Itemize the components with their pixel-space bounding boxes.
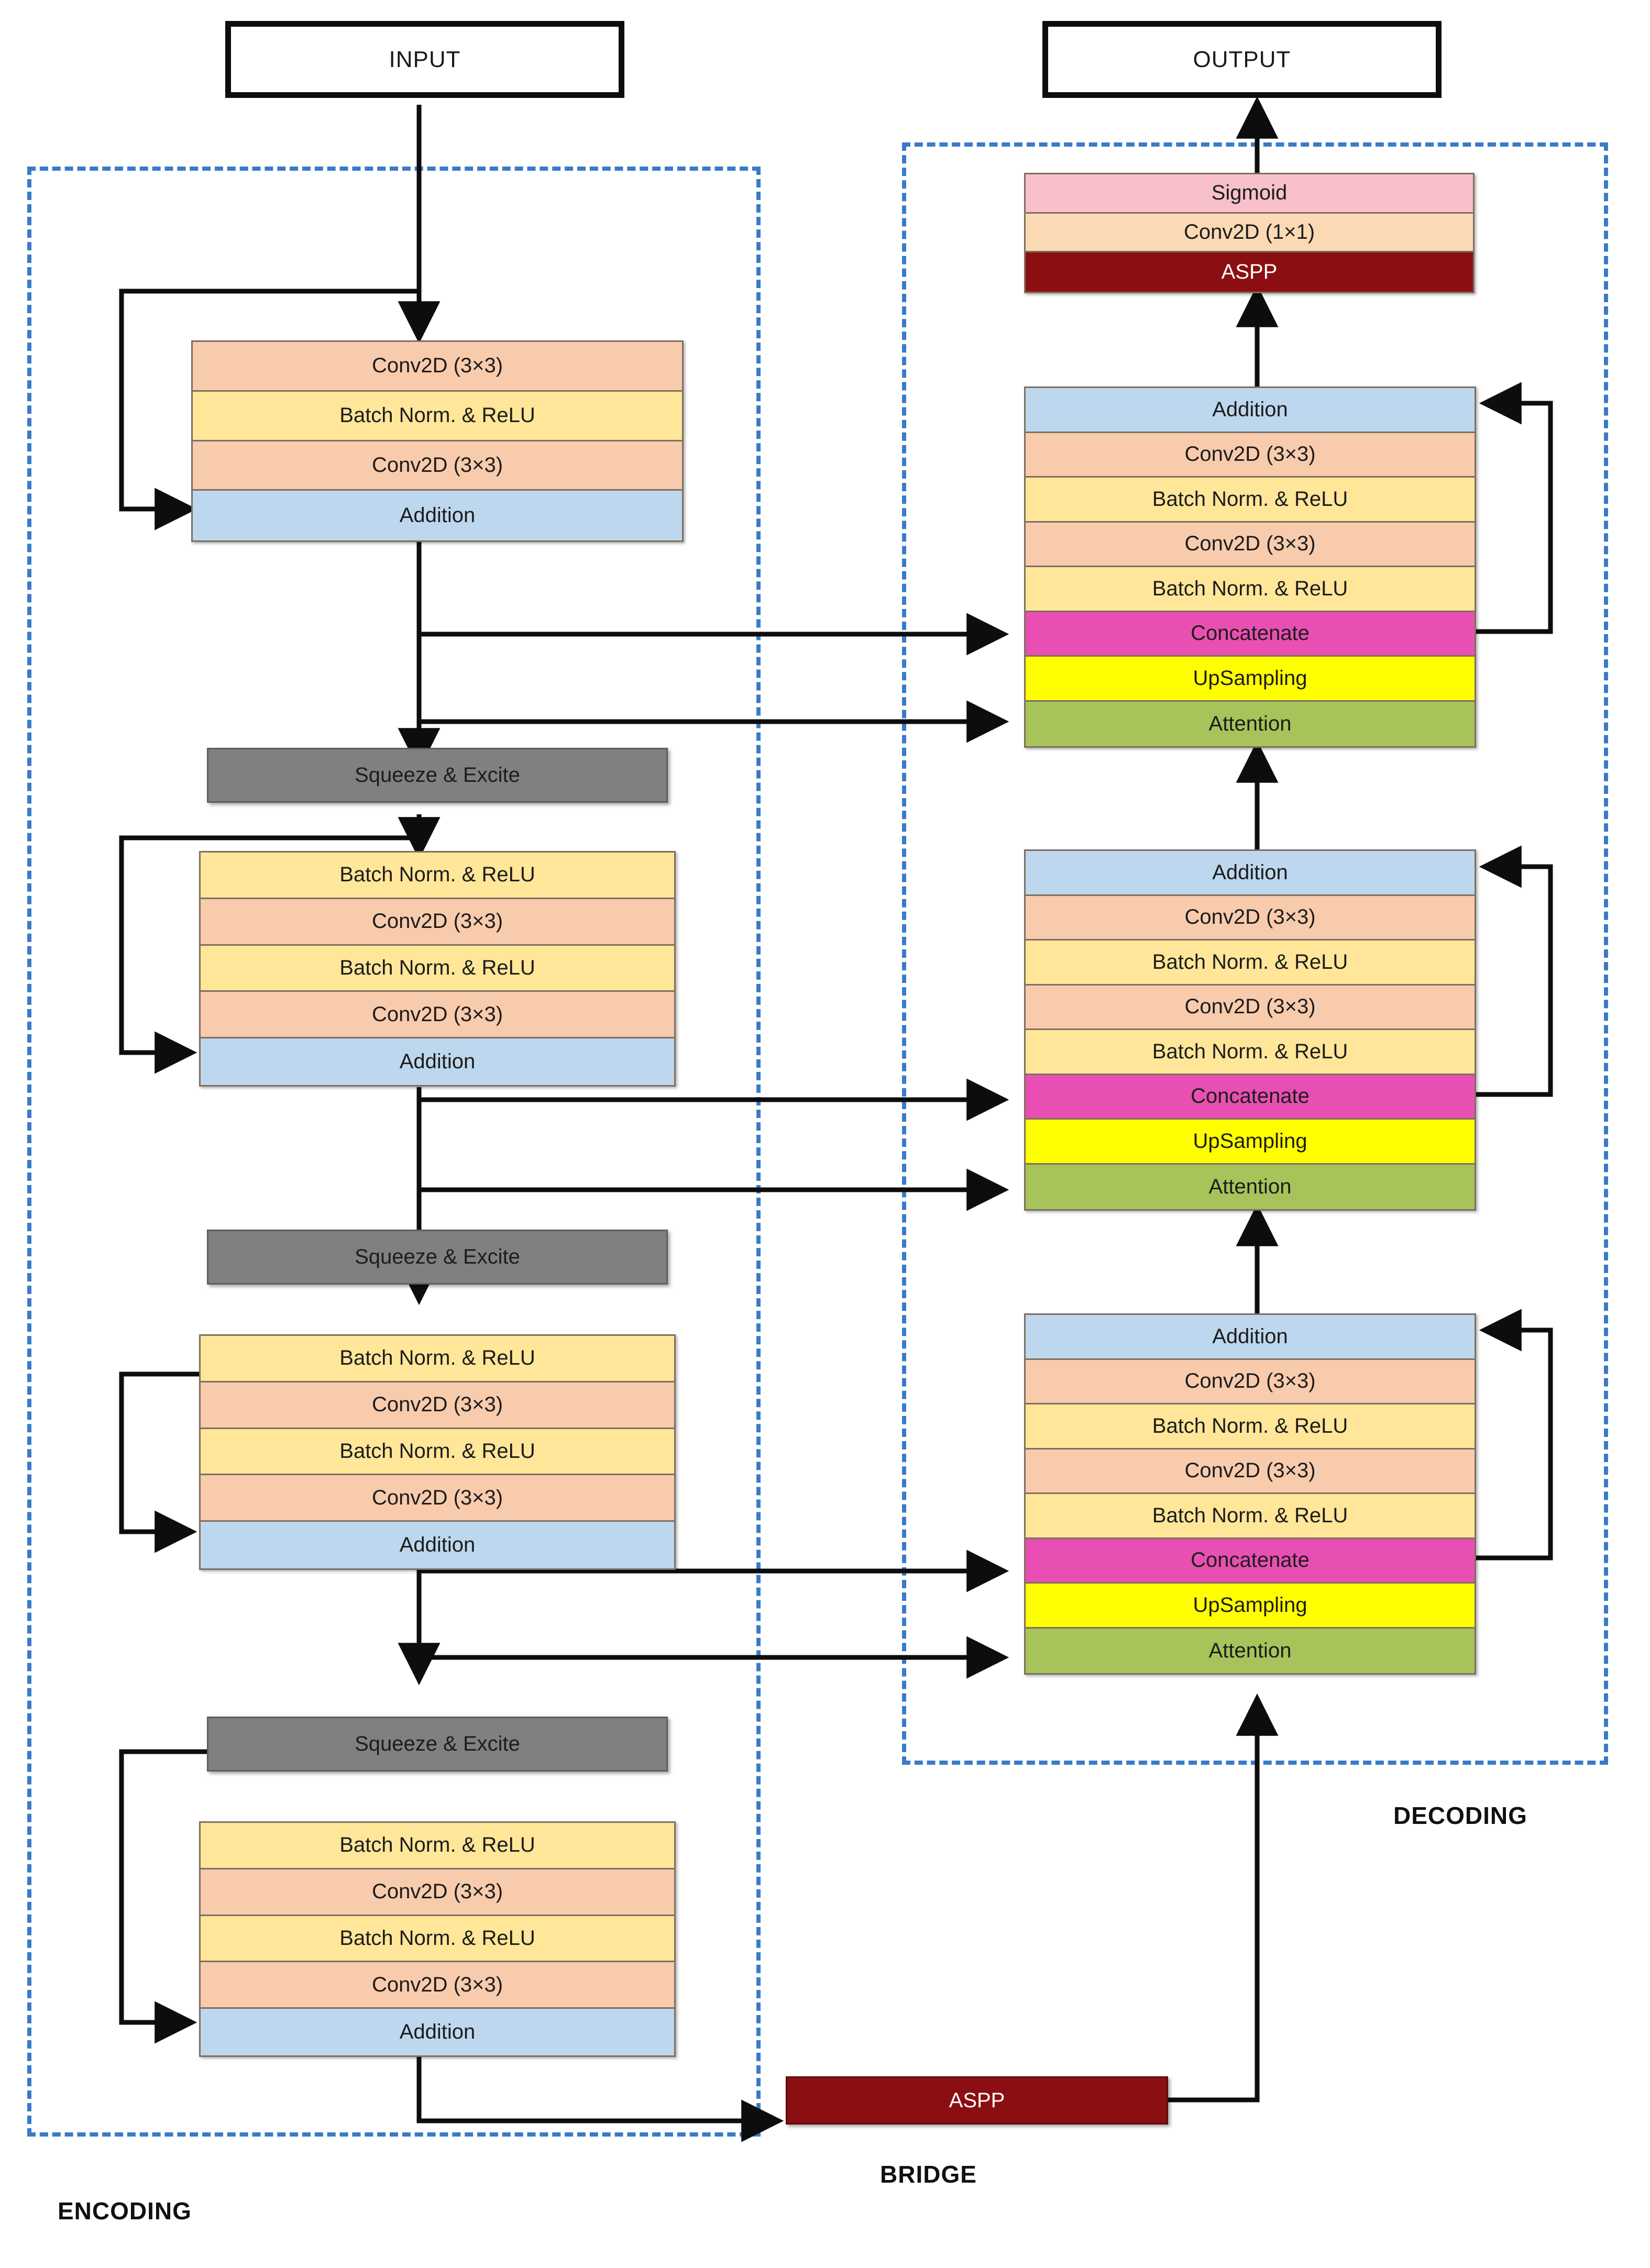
encoder-block-3-layer-addition[interactable]: Addition: [201, 1522, 674, 1568]
encoder-block-2-layer-conv[interactable]: Conv2D (3×3): [201, 992, 674, 1039]
input-label: INPUT: [389, 46, 461, 72]
squeeze-excite-label: Squeeze & Excite: [355, 764, 520, 787]
encoding-region-box: [27, 167, 761, 2137]
squeeze-excite-1[interactable]: Squeeze & Excite: [207, 748, 668, 803]
output-head-block-layer-sigmoid[interactable]: Sigmoid: [1026, 174, 1473, 214]
encoder-block-1-layer-conv[interactable]: Conv2D (3×3): [193, 342, 682, 392]
decoder-block-3-layer-conv[interactable]: Conv2D (3×3): [1026, 1449, 1475, 1494]
encoder-block-2-layer-batchnorm[interactable]: Batch Norm. & ReLU: [201, 945, 674, 992]
encoder-block-4-layer-addition[interactable]: Addition: [201, 2009, 674, 2055]
decoding-caption: DECODING: [1393, 1802, 1527, 1829]
decoder-block-2-layer-conv[interactable]: Conv2D (3×3): [1026, 985, 1475, 1030]
decoder-block-3-layer-upsampling[interactable]: UpSampling: [1026, 1584, 1475, 1629]
encoder-block-4-layer-conv[interactable]: Conv2D (3×3): [201, 1869, 674, 1916]
decoder-block-2-layer-batchnorm[interactable]: Batch Norm. & ReLU: [1026, 941, 1475, 986]
decoder-block-1-layer-attention[interactable]: Attention: [1026, 701, 1475, 746]
encoding-caption: ENCODING: [58, 2197, 192, 2225]
decoder-block-2-layer-attention[interactable]: Attention: [1026, 1164, 1475, 1209]
decoder-block-2-layer-batchnorm[interactable]: Batch Norm. & ReLU: [1026, 1030, 1475, 1075]
decoder-block-1-layer-batchnorm[interactable]: Batch Norm. & ReLU: [1026, 567, 1475, 612]
encoder-block-3-layer-batchnorm[interactable]: Batch Norm. & ReLU: [201, 1429, 674, 1476]
squeeze-excite-label: Squeeze & Excite: [355, 1245, 520, 1268]
decoder-block-2-layer-conv[interactable]: Conv2D (3×3): [1026, 895, 1475, 941]
encoder-block-2-layer-batchnorm[interactable]: Batch Norm. & ReLU: [201, 853, 674, 899]
input-box: INPUT: [225, 21, 624, 98]
bridge-aspp-block[interactable]: ASPP: [786, 2076, 1168, 2125]
encoder-block-4-layer-batchnorm[interactable]: Batch Norm. & ReLU: [201, 1823, 674, 1869]
decoder-block-3-layer-batchnorm[interactable]: Batch Norm. & ReLU: [1026, 1494, 1475, 1539]
encoder-block-3-layer-batchnorm[interactable]: Batch Norm. & ReLU: [201, 1336, 674, 1382]
decoder-block-3-layer-concatenate[interactable]: Concatenate: [1026, 1539, 1475, 1584]
output-head-block-layer-conv1[interactable]: Conv2D (1×1): [1026, 213, 1473, 253]
decoder-block-3-layer-conv[interactable]: Conv2D (3×3): [1026, 1359, 1475, 1404]
decoder-block-3-layer-attention[interactable]: Attention: [1026, 1628, 1475, 1673]
squeeze-excite-2[interactable]: Squeeze & Excite: [207, 1230, 668, 1285]
encoder-block-3-layer-conv[interactable]: Conv2D (3×3): [201, 1475, 674, 1522]
encoder-block-1-layer-conv[interactable]: Conv2D (3×3): [193, 441, 682, 491]
encoder-block-4-layer-batchnorm[interactable]: Batch Norm. & ReLU: [201, 1916, 674, 1963]
decoder-block-1-layer-upsampling[interactable]: UpSampling: [1026, 657, 1475, 702]
decoder-block-1-layer-conv[interactable]: Conv2D (3×3): [1026, 522, 1475, 567]
output-head-block-layer-aspp[interactable]: ASPP: [1026, 252, 1473, 292]
bridge-aspp-label: ASPP: [949, 2088, 1005, 2112]
decoder-block-3-layer-batchnorm[interactable]: Batch Norm. & ReLU: [1026, 1404, 1475, 1450]
decoder-block-1-layer-conv[interactable]: Conv2D (3×3): [1026, 433, 1475, 478]
encoder-block-2-layer-addition[interactable]: Addition: [201, 1038, 674, 1085]
squeeze-excite-label: Squeeze & Excite: [355, 1732, 520, 1755]
decoder-block-2-layer-concatenate[interactable]: Concatenate: [1026, 1075, 1475, 1120]
encoder-block-1-layer-addition[interactable]: Addition: [193, 491, 682, 540]
decoder-block-3-layer-addition[interactable]: Addition: [1026, 1315, 1475, 1360]
decoder-block-1-layer-addition[interactable]: Addition: [1026, 388, 1475, 433]
output-label: OUTPUT: [1193, 46, 1291, 72]
decoder-block-2-layer-addition[interactable]: Addition: [1026, 851, 1475, 896]
squeeze-excite-3[interactable]: Squeeze & Excite: [207, 1717, 668, 1772]
output-box: OUTPUT: [1042, 21, 1442, 98]
encoder-block-1-layer-batchnorm[interactable]: Batch Norm. & ReLU: [193, 391, 682, 441]
decoder-block-2-layer-upsampling[interactable]: UpSampling: [1026, 1120, 1475, 1165]
encoder-block-2-layer-conv[interactable]: Conv2D (3×3): [201, 899, 674, 946]
bridge-caption: BRIDGE: [880, 2161, 977, 2188]
encoder-block-4-layer-conv[interactable]: Conv2D (3×3): [201, 1962, 674, 2009]
encoder-block-3-layer-conv[interactable]: Conv2D (3×3): [201, 1382, 674, 1429]
decoder-block-1-layer-concatenate[interactable]: Concatenate: [1026, 612, 1475, 657]
decoder-block-1-layer-batchnorm[interactable]: Batch Norm. & ReLU: [1026, 478, 1475, 523]
